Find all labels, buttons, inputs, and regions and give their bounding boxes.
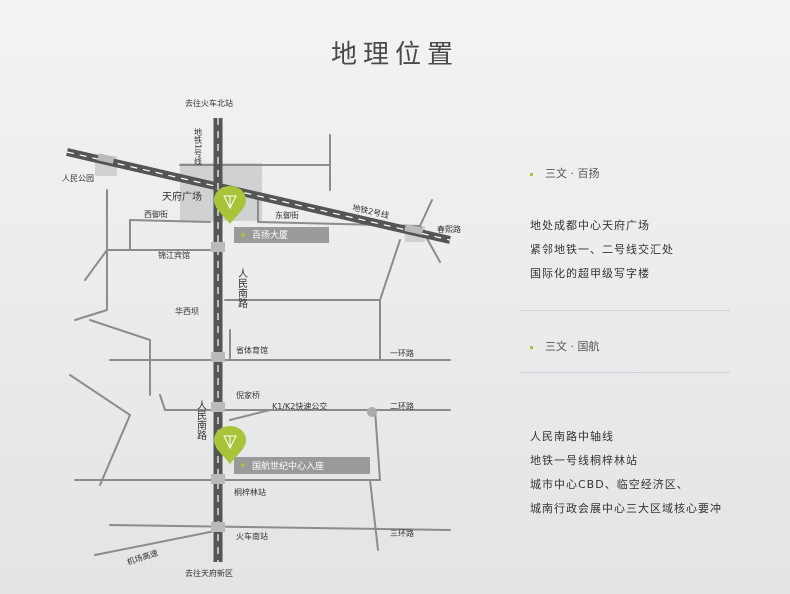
callout-baiyang: 百扬大厦 <box>234 227 329 243</box>
label-renmin-south-road-upper: 人民南路 <box>236 268 248 309</box>
info-section-guohang: 三文 · 国航 <box>530 338 600 354</box>
bullet-icon <box>530 345 533 349</box>
label-provincial-stadium: 省体育馆 <box>236 345 268 355</box>
info-section-guohang-body: 人民南路中轴线 地铁一号线桐梓林站 城市中心CBD、临空经济区、 城南行政会展中… <box>530 425 722 521</box>
roundabout <box>367 407 377 417</box>
label-chunxi-road: 春熙路 <box>437 224 461 234</box>
label-tongzilin: 桐梓林站 <box>234 487 266 497</box>
divider <box>520 372 730 373</box>
info-section-baiyang-body: 地处成都中心天府广场 紧邻地铁一、二号线交汇处 国际化的超甲级写字楼 <box>530 214 674 286</box>
location-pin-icon <box>214 186 246 224</box>
info-section-guohang-title: 三文 · 国航 <box>530 338 600 354</box>
label-south-station: 火车南站 <box>236 531 268 541</box>
label-to-north-station: 去往火车北站 <box>185 98 233 108</box>
label-renmin-park: 人民公园 <box>62 174 94 183</box>
info-line: 地铁一号线桐梓林站 <box>530 454 638 467</box>
label-metro-line1: 地铁1号线 <box>194 127 203 165</box>
info-line: 紧邻地铁一、二号线交汇处 <box>530 243 674 256</box>
callout-guohang-label: 国航世纪中心入座 <box>252 460 324 472</box>
label-huaxi: 华西坝 <box>175 306 199 316</box>
label-third-ring: 三环路 <box>390 528 414 538</box>
callout-baiyang-label: 百扬大厦 <box>252 229 288 241</box>
label-to-tianfu-newdistrict: 去往天府新区 <box>185 568 233 578</box>
label-k1k2: K1/K2快速公交 <box>272 401 327 411</box>
bullet-icon <box>530 172 533 176</box>
info-line: 人民南路中轴线 <box>530 430 614 443</box>
label-tianfu-square: 天府广场 <box>162 190 202 203</box>
location-pin-icon <box>214 426 246 464</box>
info-line: 城市中心CBD、临空经济区、 <box>530 478 689 491</box>
info-line: 城南行政会展中心三大区域核心要冲 <box>530 502 722 515</box>
label-second-ring: 二环路 <box>390 401 414 411</box>
label-airport-expressway: 机场高速 <box>126 548 160 567</box>
label-first-ring: 一环路 <box>390 348 414 358</box>
label-xiyu-street: 西御街 <box>144 209 168 219</box>
divider <box>520 310 730 311</box>
callout-guohang: 国航世纪中心入座 <box>234 457 370 474</box>
roads <box>69 134 451 556</box>
label-nijiaqiao: 倪家桥 <box>236 390 260 400</box>
label-dongyu-street: 东御街 <box>275 210 299 220</box>
metro-line-2 <box>66 148 451 244</box>
info-line: 地处成都中心天府广场 <box>530 219 650 232</box>
info-line: 国际化的超甲级写字楼 <box>530 267 650 280</box>
label-renmin-south-road-lower: 人民南路 <box>195 400 207 441</box>
page-title: 地理位置 <box>330 40 459 70</box>
info-section-baiyang: 三文 · 百扬 <box>530 165 600 181</box>
label-jinjiang-hotel: 锦江宾馆 <box>158 250 190 260</box>
info-section-baiyang-title: 三文 · 百扬 <box>530 165 600 181</box>
